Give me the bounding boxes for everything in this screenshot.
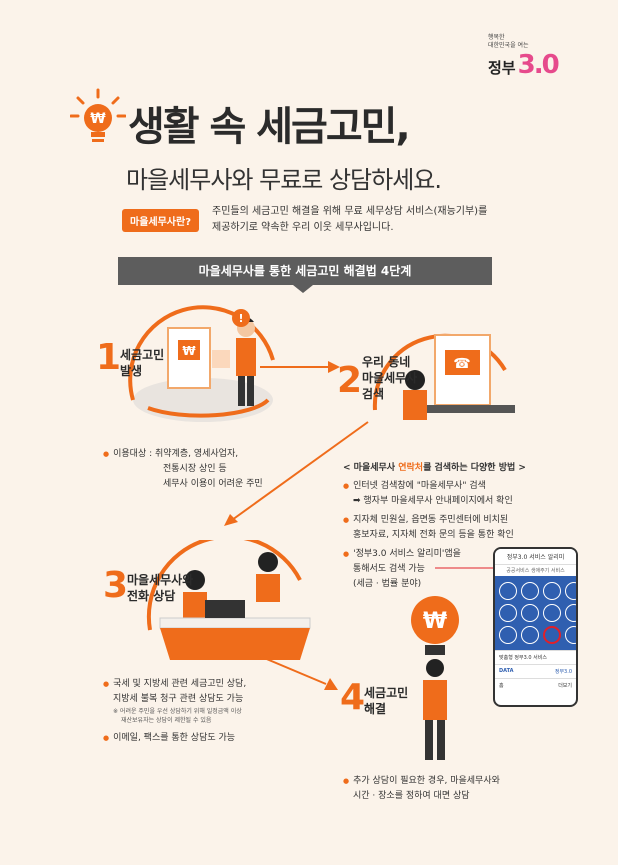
phone-app-title: 정부3.0 서비스 알리미: [495, 549, 576, 565]
step4-note-a1: 추가 상담이 필요한 경우, 마을세무사와: [343, 774, 500, 789]
phone-grid-icon: [565, 626, 576, 644]
step4-illustration: ₩: [411, 596, 459, 760]
step3-note-small2: 재산보유자는 상담이 제한될 수 있음: [121, 717, 212, 724]
step4-label-line2: 해결: [364, 702, 387, 716]
arrow-3-to-4: [250, 651, 338, 690]
step3-label-line1: 마을세무사와: [127, 573, 194, 587]
step2-note-b2: 홍보자료, 지자체 전화 문의 등을 통한 확인: [353, 530, 514, 540]
step3-note-a1: 국세 및 지방세 관련 세금고민 상담,: [103, 677, 246, 692]
step4-label-line1: 세금고민: [364, 686, 409, 700]
step3-illustration: [146, 540, 311, 660]
phone-grid-icon: [499, 604, 517, 622]
phone-grid-icon: [565, 582, 576, 600]
step2-note-b1: 지자체 민원실, 읍면동 주민센터에 비치된: [343, 513, 613, 528]
phone-grid-icon: [565, 604, 576, 622]
step1-label: 세금고민 발생: [120, 347, 164, 379]
step1-label-line2: 발생: [120, 364, 143, 378]
phone-app-subtitle: 공공서비스 생애주기 서비스: [506, 568, 565, 574]
svg-text:₩: ₩: [423, 609, 447, 634]
step2-note-c3: (세금 · 법률 분야): [353, 579, 422, 589]
step2-label-line2: 마을세무사: [362, 371, 418, 385]
arrow-2-to-3: [224, 421, 369, 526]
phone-grid-icon: [499, 582, 517, 600]
phone-tax-law-icon: [543, 626, 561, 644]
step4-notes: 추가 상담이 필요한 경우, 마을세무사와 시간 · 장소를 정하여 대면 상담: [343, 774, 500, 804]
step3-notes: 국세 및 지방세 관련 세금고민 상담, 지방세 불복 청구 관련 상담도 가능…: [103, 677, 246, 746]
svg-text:!: !: [238, 312, 243, 325]
step4-label: 세금고민 해결: [364, 685, 408, 717]
page-subtitle: 마을세무사와 무료로 상담하세요.: [126, 166, 442, 194]
step3-note-b1: 이메일, 팩스를 통한 상담도 가능: [103, 731, 246, 746]
phone-grid-icon: [499, 626, 517, 644]
phone-grid-icon: [543, 582, 561, 600]
phone-grid-icon: [521, 604, 539, 622]
intro-line2: 제공하기로 약속한 우리 이웃 세무사입니다.: [212, 222, 394, 233]
step1-note-line2: 전통시장 상인 등: [163, 464, 227, 474]
step1-note-line3: 세무사 이용이 어려운 주민: [163, 479, 263, 489]
step2-label-line1: 우리 동네: [362, 355, 411, 369]
banner-pointer: [293, 285, 313, 293]
logo-main: 정부: [488, 59, 516, 77]
phone-grid-icon: [521, 582, 539, 600]
phone-grid-icon: [543, 604, 561, 622]
logo-line1: 행복한: [488, 34, 505, 41]
what-is-badge: 마을세무사란?: [122, 209, 200, 232]
step1-illustration: ₩ !: [128, 305, 275, 422]
step3-note-small1: ※ 어려운 주민을 우선 상담하기 위해 일정금액 이상: [113, 708, 242, 715]
svg-text:☎: ☎: [453, 356, 470, 372]
page-title: 생활 속 세금고민,: [128, 104, 411, 150]
step2-note-c2: 통해서도 검색 가능: [353, 564, 425, 574]
logo-line2: 대한민국을 여는: [488, 42, 529, 49]
arrow-1-to-2: [260, 361, 340, 373]
step2-label-line3: 검색: [362, 387, 385, 401]
step3-label-line2: 전화 상담: [127, 589, 176, 603]
lightbulb-icon: ₩: [70, 88, 126, 142]
step3-note-a2: 지방세 불복 청구 관련 상담도 가능: [113, 694, 244, 704]
step2-note-c1: '정부3.0 서비스 알리미'앱을: [343, 547, 613, 562]
intro-line1: 주민들의 세금고민 해결을 위해 무료 세무상담 서비스(재능기부)를: [212, 206, 488, 217]
step1-number: 1: [96, 337, 122, 378]
svg-text:₩: ₩: [90, 111, 106, 127]
phone-grid-icon: [521, 626, 539, 644]
step2-notes: < 마을세무사 연락처를 검색하는 다양한 방법 > 인터넷 검색창에 "마을세…: [343, 460, 613, 592]
step1-notes: 이용대상 : 취약계층, 영세사업자, 전통시장 상인 등 세무사 이용이 어려…: [103, 447, 263, 492]
intro-description: 주민들의 세금고민 해결을 위해 무료 세무상담 서비스(재능기부)를 제공하기…: [212, 204, 487, 236]
step2-illustration: ☎: [372, 333, 515, 420]
svg-text:₩: ₩: [182, 344, 196, 358]
step2-notes-heading: < 마을세무사 연락처를 검색하는 다양한 방법 >: [343, 463, 526, 473]
logo-num: 3.0: [517, 50, 560, 80]
step2-label: 우리 동네 마을세무사 검색: [362, 354, 417, 402]
step2-note-a2: ➡ 행자부 마을세무사 안내페이지에서 확인: [353, 496, 513, 506]
step2-number: 2: [337, 360, 363, 401]
step2-note-a1: 인터넷 검색창에 "마을세무사" 검색: [343, 479, 613, 494]
step3-label: 마을세무사와 전화 상담: [127, 572, 193, 604]
phone-icon-grid: [495, 576, 576, 650]
step4-number: 4: [340, 677, 366, 718]
phone-mockup: 정부3.0 서비스 알리미 공공서비스 생애주기 서비스 맞춤형 정부3.0 서…: [493, 547, 578, 707]
steps-banner: 마을세무사를 통한 세금고민 해결법 4단계: [118, 257, 492, 285]
step1-note-line1: 이용대상 : 취약계층, 영세사업자,: [103, 447, 263, 462]
gov30-logo: 행복한 대한민국을 여는 정부 3.0: [488, 34, 560, 80]
step3-number: 3: [103, 565, 129, 606]
phone-row-1: 맞춤형 정부3.0 서비스: [495, 650, 576, 664]
step1-label-line1: 세금고민: [120, 348, 165, 362]
step4-note-a2: 시간 · 장소를 정하여 대면 상담: [353, 791, 470, 801]
